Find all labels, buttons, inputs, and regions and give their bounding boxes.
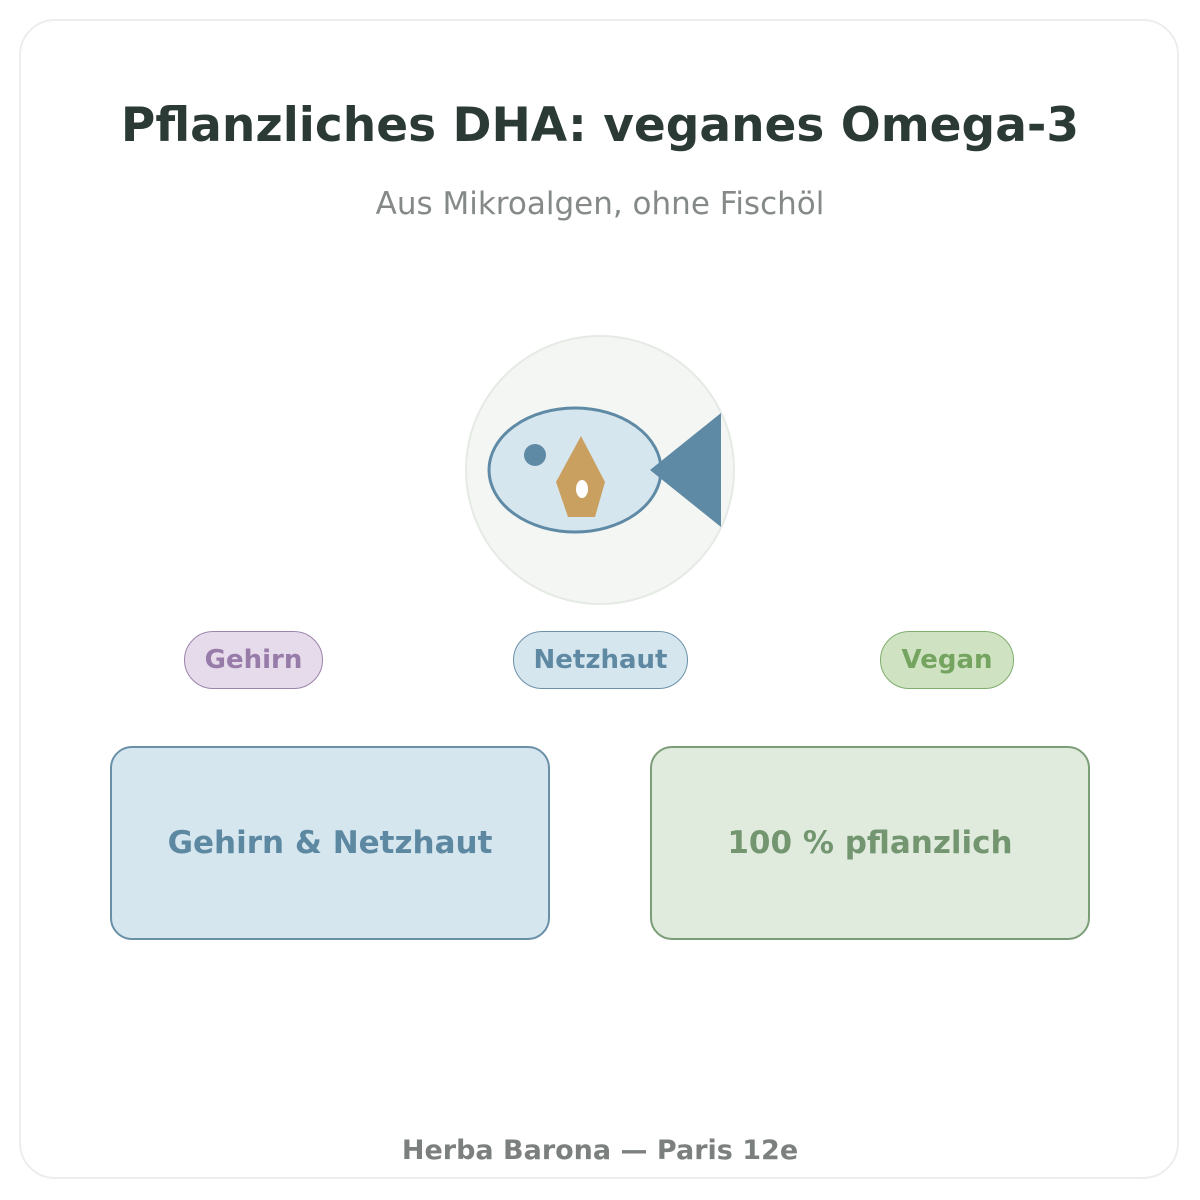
tag-brain: Gehirn [184,631,323,689]
tag-retina: Netzhaut [513,631,688,689]
algae-drop [556,436,605,517]
fish-tail [650,413,721,527]
footer-brand: Herba Barona — Paris 12e [401,1135,799,1166]
fish-with-algae-drop-icon [465,335,735,605]
fish-eye [524,444,546,466]
drop-highlight [576,480,588,498]
page-subtitle: Aus Mikroalgen, ohne Fischöl [375,186,825,222]
tag-vegan: Vegan [880,631,1014,689]
benefit-brain-retina: Gehirn & Netzhaut [110,746,550,940]
page-title: Pflanzliches DHA: veganes Omega-3 [120,98,1080,153]
benefit-plant-based: 100 % pflanzlich [650,746,1090,940]
